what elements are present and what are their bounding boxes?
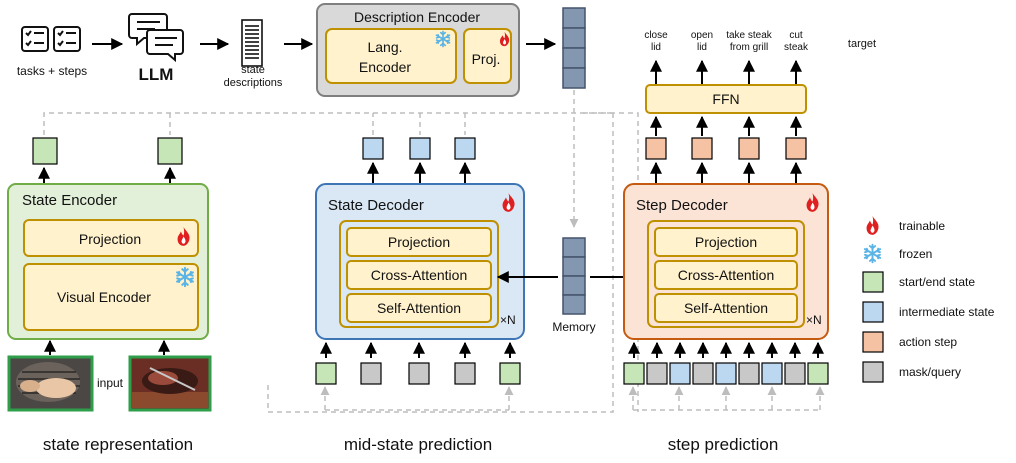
projection-label: Projection [388,234,450,250]
target-2-line1: open [691,30,713,41]
legend: trainable frozen start/end state interme… [862,216,995,383]
projection-label: Projection [695,234,757,250]
projection-box [654,227,798,257]
ffn-label: FFN [712,91,739,107]
cross-attention-label: Cross-Attention [371,267,467,283]
target-3-line2: from grill [730,42,768,53]
description-embedding-stack [562,7,586,89]
lang-encoder-box [325,28,457,84]
projection-box [346,227,492,257]
projection-box [23,219,199,257]
step-decoder-output-tokens [645,137,807,160]
flame-icon [866,216,879,235]
legend-label-frozen: frozen [899,247,932,261]
input-image-start [7,355,94,412]
step-decoder-input-tokens [623,362,829,385]
description-encoder-title: Description Encoder [354,9,480,25]
memory-stack [562,237,586,315]
legend-swatch-intermediate [862,301,884,323]
document-icon [241,19,263,67]
state-decoder: State Decoder Projection Cross-Attention… [315,183,525,340]
caption-step-prediction: step prediction [668,435,779,454]
legend-swatch-start-end [862,271,884,293]
lang-encoder-label-1: Lang. [367,39,402,55]
ffn-output-arrows [650,59,802,84]
tasks-label: tasks + steps [17,64,87,78]
step-decoder-input-arrows [628,341,824,358]
state-desc-label-2: descriptions [224,77,283,89]
caption-state-representation: state representation [43,435,193,454]
target-1-line2: lid [651,42,661,53]
step-decoder: Step Decoder Projection Cross-Attention … [623,183,829,340]
step-decoder-title: Step Decoder [636,197,728,214]
target-label: target [848,38,876,50]
state-decoder-output-tokens [362,137,476,160]
legend-label-intermediate: intermediate state [899,305,995,319]
target-4-line2: steak [784,42,809,53]
projection-label: Projection [79,231,141,247]
ffn-box [645,84,807,114]
proj-label: Proj. [472,51,501,67]
state-decoder-title: State Decoder [328,197,424,214]
state-encoder-output-tokens [32,137,183,165]
state-decoder-input-tokens [315,362,521,385]
llm-label: LLM [139,65,174,84]
description-encoder: Description Encoder Lang. Encoder Proj. [316,3,520,97]
self-attention-label: Self-Attention [377,300,461,316]
memory-label: Memory [552,320,595,334]
checklist-icon [53,26,81,52]
input-image-end [128,355,212,412]
lang-encoder-label-2: Encoder [359,59,411,75]
legend-label-action: action step [899,335,957,349]
legend-swatch-mask [862,361,884,383]
legend-label-start-end: start/end state [899,275,975,289]
target-3-line1: take steak [726,30,773,41]
target-1-line1: close [644,30,668,41]
proj-box [463,28,512,84]
chat-bubbles-icon [128,13,184,63]
state-desc-label-1: state [241,64,265,76]
checklist-icons [21,26,81,52]
self-attention-box [346,293,492,323]
repeat-label: ×N [806,313,822,327]
legend-label-mask: mask/query [899,365,961,379]
state-encoder: State Encoder Projection Visual Encoder [7,183,209,340]
target-2-line2: lid [697,42,707,53]
state-decoder-input-arrows [320,341,516,358]
legend-swatch-action [862,331,884,353]
cross-attention-box [654,260,798,290]
snowflake-icon [863,243,882,264]
cross-attention-box [346,260,492,290]
visual-encoder-label: Visual Encoder [57,289,151,305]
step-decoder-output-arrows [650,161,802,183]
caption-mid-state-prediction: mid-state prediction [344,435,492,454]
targets: close lid open lid take steak from grill… [644,30,876,53]
self-attention-label: Self-Attention [684,300,768,316]
repeat-label: ×N [500,313,516,327]
dashed-connectors [43,90,825,413]
visual-encoder-box [23,263,199,331]
cross-attention-label: Cross-Attention [678,267,774,283]
input-label: input [97,376,124,390]
self-attention-box [654,293,798,323]
checklist-icon [21,26,49,52]
legend-label-trainable: trainable [899,219,945,233]
layer-stack-frame [647,220,805,328]
target-4-line1: cut [789,30,803,41]
state-encoder-title: State Encoder [22,192,117,209]
step-token-to-ffn-arrows [650,115,802,136]
